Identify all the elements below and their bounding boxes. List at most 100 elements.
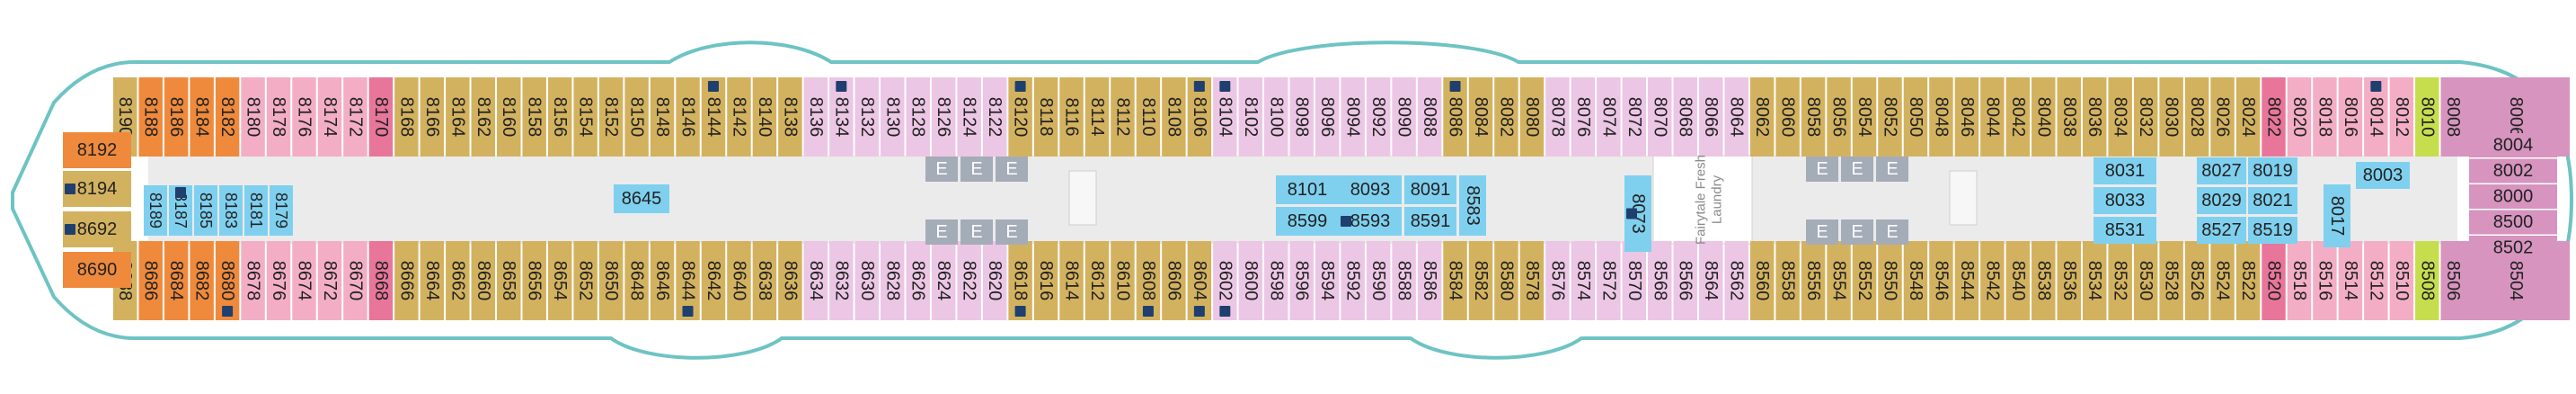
bottom-cabin[interactable]: 8526 xyxy=(2184,241,2209,320)
top-cabin[interactable]: 8144 xyxy=(701,77,726,157)
top-cabin[interactable]: 8068 xyxy=(1673,77,1697,157)
cabin-block[interactable] xyxy=(63,252,131,288)
top-cabin[interactable]: 8084 xyxy=(1468,77,1493,157)
cabin-block[interactable] xyxy=(2248,217,2297,244)
cabin-block[interactable] xyxy=(2094,217,2156,244)
top-cabin[interactable]: 8156 xyxy=(547,77,572,157)
top-cabin[interactable]: 8160 xyxy=(497,77,521,157)
bottom-cabin[interactable]: 8540 xyxy=(2005,241,2031,320)
cabin-block[interactable] xyxy=(446,241,470,320)
bottom-cabin[interactable]: 8670 xyxy=(343,241,367,320)
cabin-block[interactable] xyxy=(1519,241,1545,320)
top-cabin[interactable]: 8078 xyxy=(1545,77,1570,157)
cabin-block[interactable] xyxy=(1801,77,1826,157)
bottom-cabin[interactable]: 8548 xyxy=(1903,241,1928,320)
top-cabin[interactable]: 8094 xyxy=(1341,77,1365,157)
top-cabin[interactable]: 8032 xyxy=(2133,77,2158,157)
cabin-block[interactable] xyxy=(1954,77,1979,157)
bottom-cabin[interactable]: 8672 xyxy=(317,241,342,320)
fwd-cabin[interactable]: 8500 xyxy=(2469,210,2557,235)
top-cabin[interactable]: 8062 xyxy=(1749,77,1775,157)
cabin-block[interactable] xyxy=(1238,241,1263,320)
bottom-cabin[interactable]: 8632 xyxy=(829,241,854,320)
cabin-block[interactable] xyxy=(219,185,243,236)
cabin-block[interactable] xyxy=(1111,241,1135,320)
bottom-cabin[interactable]: 8532 xyxy=(2108,241,2132,320)
cabin-block[interactable] xyxy=(1852,241,1877,320)
cabin-block[interactable] xyxy=(2184,77,2209,157)
top-cabin[interactable]: 8064 xyxy=(1724,77,1748,157)
cabin-block[interactable] xyxy=(1264,241,1288,320)
interior-cabin[interactable]: 8029 xyxy=(2197,187,2246,214)
bottom-cabin[interactable]: 8682 xyxy=(190,241,214,320)
fwd-cabin[interactable]: 8004 xyxy=(2469,133,2557,157)
bottom-cabin[interactable]: 8542 xyxy=(1980,241,2005,320)
bottom-cabin[interactable]: 8610 xyxy=(1111,241,1135,320)
cabin-block[interactable] xyxy=(1289,77,1314,157)
cabin-block[interactable] xyxy=(270,185,293,236)
cabin-block[interactable] xyxy=(2057,77,2081,157)
bottom-cabin[interactable]: 8600 xyxy=(1238,241,1263,320)
cabin-block[interactable] xyxy=(471,241,496,320)
cabin-block[interactable] xyxy=(63,132,131,168)
cabin-block[interactable] xyxy=(2313,241,2337,320)
cabin-block[interactable] xyxy=(446,77,470,157)
cabin-block[interactable] xyxy=(241,241,265,320)
cabin-block[interactable] xyxy=(1597,241,1621,320)
bottom-cabin[interactable]: 8568 xyxy=(1648,241,1672,320)
interior-cabin[interactable]: 8189 xyxy=(144,185,167,236)
top-cabin[interactable]: 8044 xyxy=(1980,77,2005,157)
top-cabin[interactable]: 8154 xyxy=(573,77,598,157)
interior-cabin[interactable]: 8531 xyxy=(2094,217,2156,244)
cabin-block[interactable] xyxy=(2005,241,2031,320)
bottom-cabin[interactable]: 8626 xyxy=(906,241,930,320)
top-cabin[interactable]: 8186 xyxy=(164,77,189,157)
interior-cabin[interactable]: 8073 xyxy=(1624,175,1651,252)
bottom-cabin[interactable]: 8550 xyxy=(1878,241,1902,320)
top-cabin[interactable]: 8110 xyxy=(1136,77,1161,157)
cabin-block[interactable] xyxy=(138,241,163,320)
bottom-cabin[interactable]: 8658 xyxy=(497,241,521,320)
cabin-block[interactable] xyxy=(650,77,675,157)
cabin-block[interactable] xyxy=(803,241,828,320)
interior-cabin[interactable]: 8027 xyxy=(2197,157,2246,184)
cabin-block[interactable] xyxy=(1749,77,1775,157)
top-cabin[interactable]: 8060 xyxy=(1775,77,1800,157)
top-cabin[interactable]: 8056 xyxy=(1827,77,1851,157)
bottom-cabin[interactable]: 8604 xyxy=(1187,241,1212,320)
cabin-block[interactable] xyxy=(2159,241,2183,320)
aft-cabin[interactable]: 8692 xyxy=(63,211,131,247)
cabin-block[interactable] xyxy=(2415,241,2439,320)
interior-cabin[interactable]: 8101 xyxy=(1276,175,1339,204)
top-cabin[interactable]: 8014 xyxy=(2364,77,2388,157)
top-cabin[interactable]: 8182 xyxy=(215,77,240,157)
top-cabin[interactable]: 8048 xyxy=(1929,77,1953,157)
bottom-cabin[interactable]: 8640 xyxy=(727,241,751,320)
fwd-cabin[interactable]: 8002 xyxy=(2469,158,2557,184)
cabin-block[interactable] xyxy=(2469,236,2557,260)
cabin-block[interactable] xyxy=(2032,241,2056,320)
bottom-cabin[interactable]: 8666 xyxy=(394,241,419,320)
cabin-block[interactable] xyxy=(1954,241,1979,320)
cabin-block[interactable] xyxy=(471,77,496,157)
bottom-cabin[interactable]: 8614 xyxy=(1059,241,1084,320)
interior-cabin[interactable]: 8093 xyxy=(1339,175,1402,204)
cabin-block[interactable] xyxy=(982,77,1007,157)
cabin-block[interactable] xyxy=(2197,217,2246,244)
bottom-cabin[interactable]: 8686 xyxy=(138,241,163,320)
interior-cabin[interactable]: 8527 xyxy=(2197,217,2246,244)
cabin-block[interactable] xyxy=(1648,77,1672,157)
cabin-block[interactable] xyxy=(1084,77,1110,157)
cabin-block[interactable] xyxy=(1341,241,1365,320)
top-cabin[interactable]: 8088 xyxy=(1417,77,1442,157)
cabin-block[interactable] xyxy=(931,241,956,320)
cabin-block[interactable] xyxy=(2415,77,2439,157)
cabin-block[interactable] xyxy=(2469,158,2557,184)
top-cabin[interactable]: 8170 xyxy=(368,77,394,157)
cabin-block[interactable] xyxy=(2262,241,2286,320)
interior-cabin[interactable]: 8187 xyxy=(169,185,192,236)
cabin-block[interactable] xyxy=(1366,77,1391,157)
cabin-block[interactable] xyxy=(497,241,521,320)
bottom-cabin[interactable]: 8664 xyxy=(420,241,445,320)
top-cabin[interactable]: 8168 xyxy=(394,77,419,157)
